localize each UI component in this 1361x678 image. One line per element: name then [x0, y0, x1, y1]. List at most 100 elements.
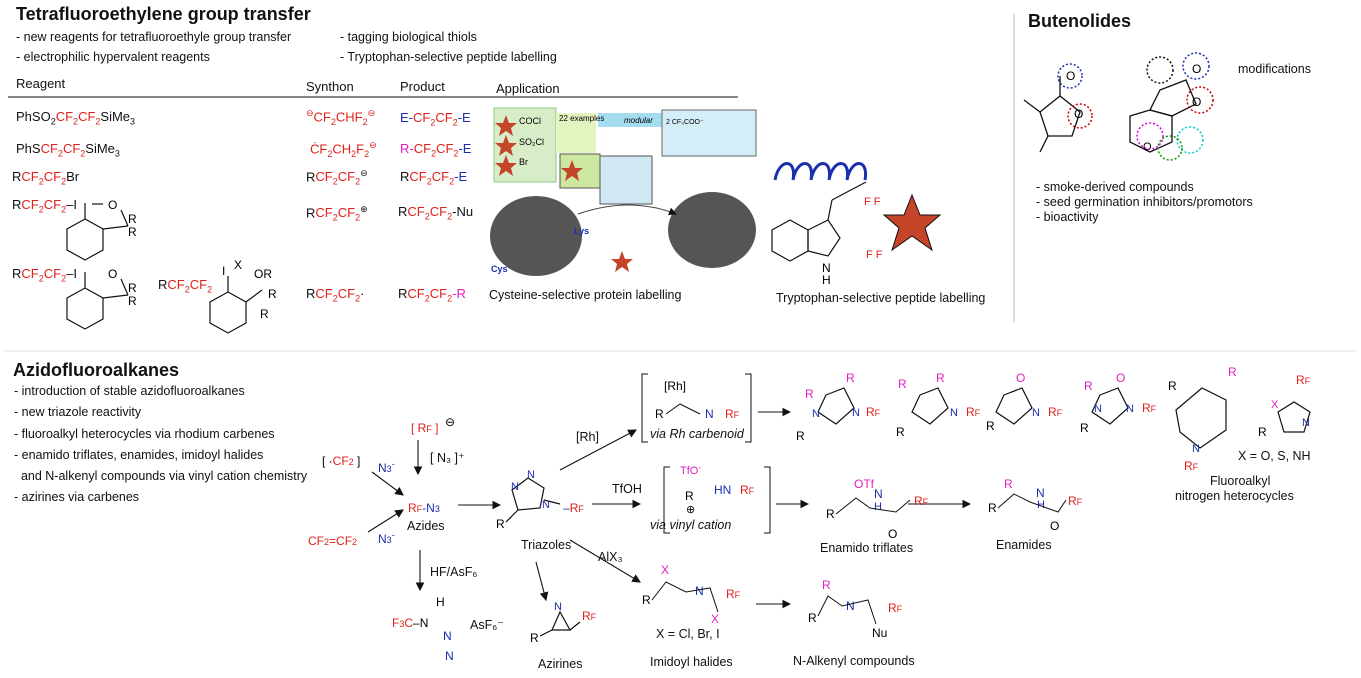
svg-text:X: X: [711, 612, 719, 626]
reagent-3: RCF2CF2Br: [12, 169, 80, 187]
svg-text:N: N: [695, 584, 704, 598]
svg-text:RF: RF: [1184, 459, 1199, 473]
svg-text:N: N: [822, 261, 831, 275]
reagent-1: PhSO2CF2CF2SiMe3: [16, 109, 136, 127]
product-3: RCF2CF2-E: [400, 169, 468, 187]
svg-text:R: R: [530, 631, 539, 645]
modifications-label: modifications: [1238, 62, 1311, 76]
svg-text:N: N: [445, 649, 454, 663]
azido-bullets: - introduction of stable azidofluoroalka…: [14, 381, 307, 509]
svg-text:N: N: [1302, 417, 1310, 429]
svg-text:N3-: N3-: [378, 530, 395, 546]
application-panel: [490, 107, 757, 276]
svg-text:R: R: [936, 371, 945, 385]
bullet: - smoke-derived compounds: [1036, 180, 1194, 194]
app-examples: 22 examples: [559, 114, 604, 123]
svg-text:RF: RF: [725, 407, 740, 421]
app-cocl: COCl: [519, 116, 541, 126]
svg-text:I: I: [222, 264, 225, 278]
product-1: E-CF2CF2-E: [400, 110, 471, 128]
svg-text:–RF: –RF: [563, 501, 584, 515]
svg-text:N: N: [527, 469, 535, 481]
svg-text:RF-N3: RF-N3: [408, 501, 440, 515]
svg-text:R: R: [128, 281, 137, 295]
svg-text:N: N: [511, 481, 519, 493]
svg-text:[ RF ]: [ RF ]: [411, 421, 439, 435]
bullet: - new reagents for tetrafluoroethyle gro…: [16, 30, 292, 44]
label-enamido: Enamido triflates: [820, 541, 914, 555]
svg-text:R: R: [898, 377, 907, 391]
svg-text:RF: RF: [1048, 405, 1063, 419]
svg-text:R: R: [260, 307, 269, 321]
svg-text:N: N: [1036, 486, 1045, 500]
svg-text:O: O: [108, 198, 117, 212]
benziodoxole-2: [66, 272, 129, 330]
svg-text:R: R: [986, 419, 995, 433]
svg-text:R: R: [128, 225, 137, 239]
svg-text:R: R: [128, 212, 137, 226]
svg-text:O: O: [1066, 69, 1075, 83]
svg-text:N: N: [852, 407, 860, 419]
svg-text:RF: RF: [914, 494, 929, 508]
synthon-2: ĊF2CH2F2⊖: [310, 140, 377, 159]
svg-text:Nu: Nu: [872, 626, 887, 640]
svg-text:R: R: [826, 507, 835, 521]
svg-text:R: R: [808, 611, 817, 625]
svg-text:N: N: [1094, 403, 1102, 415]
header-application: Application: [496, 81, 560, 96]
label-fluoroalkyl-2: nitrogen heterocycles: [1175, 489, 1294, 503]
reagent-2: PhSCF2CF2SiMe3: [16, 141, 120, 159]
svg-text:RF: RF: [1068, 494, 1083, 508]
svg-text:RF: RF: [888, 601, 903, 615]
reagent-4: RCF2CF2–I: [12, 197, 77, 215]
benziodoxole-1: [66, 203, 129, 261]
svg-text:N: N: [812, 408, 820, 420]
svg-text:HN: HN: [714, 483, 731, 497]
label-via-rh: via Rh carbenoid: [650, 427, 744, 441]
svg-text:O: O: [1192, 62, 1201, 76]
label-triazoles: Triazoles: [521, 538, 572, 552]
app-modular: modular: [624, 116, 653, 125]
svg-text:OR: OR: [254, 267, 272, 281]
svg-text:O: O: [108, 267, 117, 281]
label-n3plus: [ N₃ ]⁺: [430, 451, 465, 465]
app-salt: 2 CF₃COO⁻: [666, 119, 704, 126]
svg-text:RF: RF: [1296, 373, 1311, 387]
product-4: RCF2CF2-Nu: [398, 204, 474, 222]
svg-text:O: O: [1016, 371, 1025, 385]
iodane-open: [209, 276, 263, 334]
azido-title: Azidofluoroalkanes: [13, 360, 180, 380]
synthon-1: ⊖CF2CHF2⊖: [306, 108, 376, 127]
svg-text:R: R: [796, 429, 805, 443]
svg-text:O: O: [1050, 519, 1059, 533]
svg-text:F F: F F: [864, 196, 881, 208]
tfe-bullets-left: - new reagents for tetrafluoroethyle gro…: [16, 27, 291, 67]
bullet: - seed germination inhibitors/promotors: [1036, 195, 1253, 209]
label-x-cl: X = Cl, Br, I: [656, 627, 720, 641]
svg-text:O: O: [1074, 107, 1083, 121]
peptide-helix: [773, 162, 868, 181]
svg-text:[Rh]: [Rh]: [664, 379, 686, 393]
svg-text:⊕: ⊕: [686, 504, 695, 516]
svg-text:R: R: [1258, 425, 1267, 439]
svg-text:R: R: [1168, 379, 1177, 393]
reagent-6: RCF2CF2: [158, 277, 213, 295]
header-reagent: Reagent: [16, 76, 66, 91]
svg-text:N: N: [1032, 407, 1040, 419]
svg-text:H: H: [822, 273, 831, 287]
label-azides: Azides: [407, 519, 445, 533]
app-br: Br: [519, 157, 528, 167]
svg-text:O: O: [1192, 95, 1201, 109]
svg-text:RF: RF: [1142, 401, 1157, 415]
svg-text:R: R: [496, 517, 505, 531]
svg-text:N: N: [705, 407, 714, 421]
svg-text:O: O: [1143, 141, 1152, 153]
tfe-title: Tetrafluoroethylene group transfer: [16, 4, 311, 24]
svg-text:CF2=CF2: CF2=CF2: [308, 534, 357, 548]
svg-text:N: N: [846, 599, 855, 613]
bullet: - enamido triflates, enamides, imidoyl h…: [14, 447, 264, 462]
star-label: [882, 193, 942, 252]
svg-text:RF: RF: [866, 405, 881, 419]
triazole: [505, 477, 561, 523]
svg-text:R: R: [268, 287, 277, 301]
